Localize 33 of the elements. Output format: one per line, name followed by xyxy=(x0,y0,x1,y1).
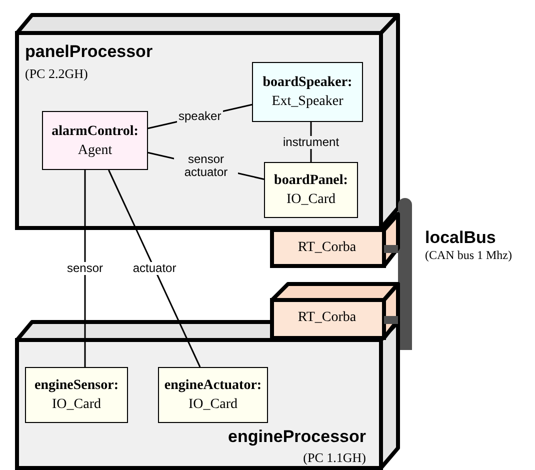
bus-spec: (CAN bus 1 Mhz) xyxy=(425,248,512,263)
device-name: panelProcessor xyxy=(25,42,153,62)
connector-line xyxy=(384,316,398,324)
connector-line xyxy=(108,170,201,368)
component-box xyxy=(42,111,148,170)
device-spec: (PC 2.2GH) xyxy=(25,66,88,82)
edge-label: sensor xyxy=(65,262,106,275)
component-name: RT_Corba xyxy=(296,310,358,326)
component-type: Ext_Speaker xyxy=(272,93,344,111)
connector-line xyxy=(148,104,252,130)
edge-label: speaker xyxy=(176,110,224,124)
component-type: IO_Card xyxy=(286,191,336,209)
connector-line xyxy=(84,170,86,367)
component-box xyxy=(25,367,128,423)
edge-label: instrument xyxy=(281,136,342,148)
component-box xyxy=(158,367,268,423)
connector-line xyxy=(310,122,312,162)
component-type: IO_Card xyxy=(188,396,238,414)
component-name: boardSpeaker: xyxy=(262,74,352,92)
component-name: boardPanel: xyxy=(274,172,348,190)
bus-name: localBus xyxy=(425,228,496,248)
component-box xyxy=(264,162,358,218)
component-name: engineSensor: xyxy=(34,377,118,395)
connector-line xyxy=(384,245,398,253)
component-name: RT_Corba xyxy=(296,240,358,256)
edge-label: actuator xyxy=(130,262,178,275)
component-type: Agent xyxy=(78,142,112,160)
component-name: engineActuator: xyxy=(164,377,262,395)
component-name: alarmControl: xyxy=(52,122,138,140)
device-name: engineProcessor xyxy=(228,427,366,447)
component-type: IO_Card xyxy=(52,396,101,414)
component-box xyxy=(252,62,363,122)
device-spec: (PC 1.1GH) xyxy=(303,450,366,466)
